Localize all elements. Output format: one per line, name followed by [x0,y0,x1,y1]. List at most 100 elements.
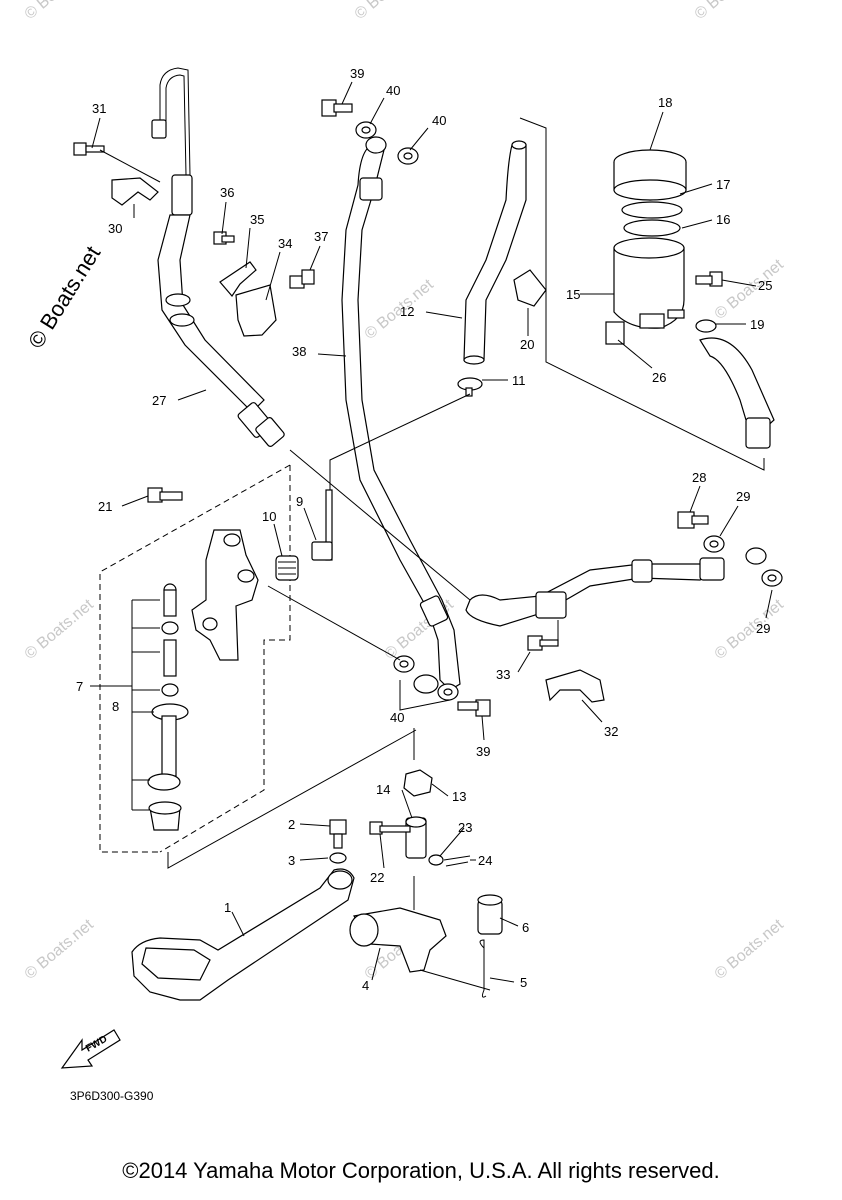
diaphragm-16 [623,219,681,237]
bolt-28 [677,511,709,529]
copyright-notice: ©2014 Yamaha Motor Corporation, U.S.A. A… [122,1158,720,1183]
bolt-39-top [321,99,353,117]
callout: 32 [604,724,618,739]
nut-26 [605,321,625,345]
master-cylinder-body [191,529,259,661]
leader-lines [90,81,773,991]
callout: 10 [262,509,276,524]
watermark: © Boats.net [712,596,788,663]
watermark: © Boats.net [692,0,768,23]
bracket-32 [545,669,605,703]
side-watermark: © Boats.net [23,242,105,353]
washer-40-top [355,121,419,165]
hose-right [699,337,775,449]
callout: 24 [478,853,492,868]
callout: 29 [736,489,750,504]
bracket-34 [235,284,277,337]
spring-10 [275,555,299,581]
callout: 4 [362,978,369,993]
callout: 33 [496,667,510,682]
brake-pedal-1 [131,868,355,1001]
watermarks: © Boats.net © Boats.net © Boats.net © Bo… [22,0,788,983]
callout: 17 [716,177,730,192]
spring-5 [479,939,487,998]
callout: 22 [370,870,384,885]
bracket-30 [111,177,159,206]
callout: 5 [520,975,527,990]
callout: 40 [386,83,400,98]
lower-brake-hose [465,547,767,627]
pin-22 [369,821,411,835]
master-cylinder-kit-7 [147,583,189,831]
pedal-shaft-4 [349,907,447,973]
callout: 18 [658,95,672,110]
callout: 9 [296,494,303,509]
clamp-35 [219,261,257,297]
callout: 25 [758,278,772,293]
callout: 40 [390,710,404,725]
callout: 39 [350,66,364,81]
cotter-pin-24 [443,855,471,867]
reservoir-cap-18 [613,149,687,201]
callout: 2 [288,817,295,832]
callout: 21 [98,499,112,514]
bolt-36 [213,231,235,245]
washer-23 [428,854,444,866]
callout: 3 [288,853,295,868]
callout: 39 [476,744,490,759]
callout: 38 [292,344,306,359]
callout: 13 [452,789,466,804]
watermark: © Boats.net [22,0,98,23]
hose-clamp-20 [513,269,547,307]
nut-13 [403,769,433,797]
callout: 31 [92,101,106,116]
callout: 12 [400,304,414,319]
callout: 36 [220,185,234,200]
watermark: © Boats.net [712,256,788,323]
washer-29 [703,535,783,587]
watermark: © Boats.net [22,916,98,983]
callout: 16 [716,212,730,227]
watermark: © Boats.net [352,0,428,23]
callout: 23 [458,820,472,835]
clevis-14 [405,816,427,859]
hose-clip-11 [457,377,483,397]
bolt-21 [147,487,183,503]
brake-hose-27 [151,67,285,447]
callout: 6 [522,920,529,935]
callout-labels: 1 2 3 4 5 6 7 8 9 10 11 12 13 14 15 16 1… [76,66,772,993]
bolt-25 [695,271,723,287]
watermark: © Boats.net [712,916,788,983]
bolt-31 [73,142,105,156]
callout: 40 [432,113,446,128]
bolt-39-bottom [457,699,491,717]
callout: 11 [512,373,526,388]
brake-hose-38 [341,136,461,694]
callout: 28 [692,470,706,485]
callout: 34 [278,236,292,251]
diagram-code: 3P6D300-G390 [70,1089,154,1103]
callout: 15 [566,287,580,302]
callout: 1 [224,900,231,915]
reservoir-tank-15 [613,237,685,329]
reservoir-hose-12 [463,140,527,365]
callout: 19 [750,317,764,332]
callout: 27 [152,393,166,408]
clip-19 [695,319,717,333]
bolt-2 [329,819,347,849]
master-cylinder-boundary [99,464,291,853]
callout: 37 [314,229,328,244]
callout: 30 [108,221,122,236]
leader-line [167,728,417,869]
bolt-33 [527,635,559,651]
collar-6 [477,894,503,935]
plate-17 [621,201,683,219]
pushrod-9 [311,489,333,561]
callout: 35 [250,212,264,227]
callout: 14 [376,782,390,797]
callout: 8 [112,699,119,714]
leader-line [519,117,765,471]
callout: 20 [520,337,534,352]
washer-3 [329,852,347,864]
